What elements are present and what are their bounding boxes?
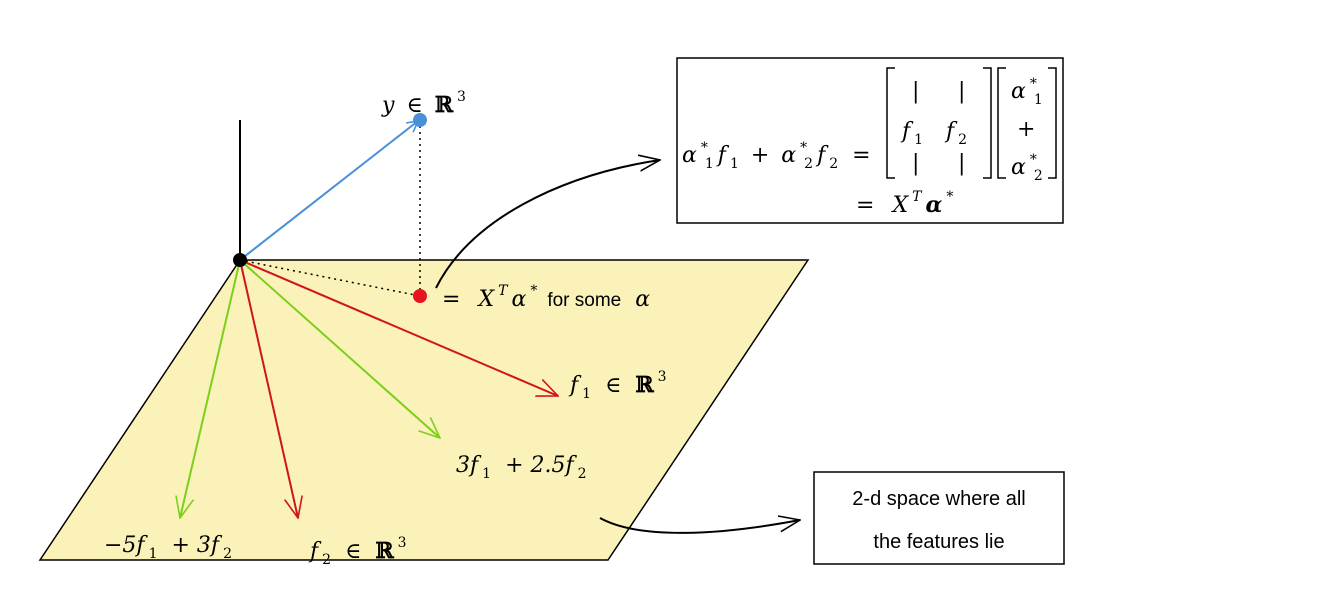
- point-origin: [233, 253, 247, 267]
- label-combo-3f1-2.5f2: 3f 1 + 2.5f 2: [456, 453, 587, 482]
- matrix-f1: f 1: [900, 119, 923, 148]
- space-description-box: 2-d space where all the features lie: [813, 471, 1065, 565]
- vector-combo-neg5f1-3f2: [180, 259, 241, 518]
- matrix-bar-bottom-2: |: [958, 151, 965, 176]
- vector-alpha1: α * 1: [1011, 75, 1043, 108]
- matrix-bar-top-1: |: [912, 79, 919, 104]
- curved-arrow-to-formula: [435, 160, 660, 289]
- vector-y: [239, 121, 418, 261]
- vector-bracket-left: [997, 67, 1006, 179]
- vector-combo-3f1-2.5f2: [239, 259, 440, 438]
- label-f1-in-r3: f 1 ∈ ℝ 3: [568, 369, 667, 402]
- point-y: [413, 113, 427, 127]
- projection-dotted-plane: [239, 259, 421, 297]
- label-f2-in-r3: f 2 ∈ ℝ 3: [308, 535, 407, 568]
- formula-box: α * 1 f 1 + α * 2 f 2 = | | f 1 f 2 |: [676, 57, 1064, 224]
- vector-bracket-right: [1048, 67, 1057, 179]
- matrix-f2: f 2: [944, 119, 967, 148]
- label-combo-neg5f1-3f2: −5f 1 + 3f 2: [104, 533, 232, 562]
- feature-plane: [38, 259, 810, 561]
- label-projection: = X T α * for some α: [442, 282, 650, 312]
- space-box-line-2: the features lie: [873, 531, 1004, 553]
- point-projection: [413, 289, 427, 303]
- matrix-bracket-left: [886, 67, 895, 179]
- formula-lhs: α * 1 f 1 + α * 2 f 2 =: [682, 139, 871, 172]
- space-box-line-1: 2-d space where all: [852, 488, 1025, 510]
- vector-plus: +: [1017, 117, 1035, 142]
- matrix-bar-bottom-1: |: [912, 151, 919, 176]
- vector-f2: [239, 259, 298, 518]
- vector-alpha2: α * 2: [1011, 151, 1043, 184]
- curved-arrow-to-space-box: [599, 518, 800, 534]
- label-y-in-r3: y ∈ ℝ 3: [381, 89, 466, 118]
- matrix-bracket-right: [983, 67, 992, 179]
- formula-rhs: = X T α *: [856, 188, 953, 218]
- vector-f1: [239, 259, 558, 397]
- matrix-bar-top-2: |: [958, 79, 965, 104]
